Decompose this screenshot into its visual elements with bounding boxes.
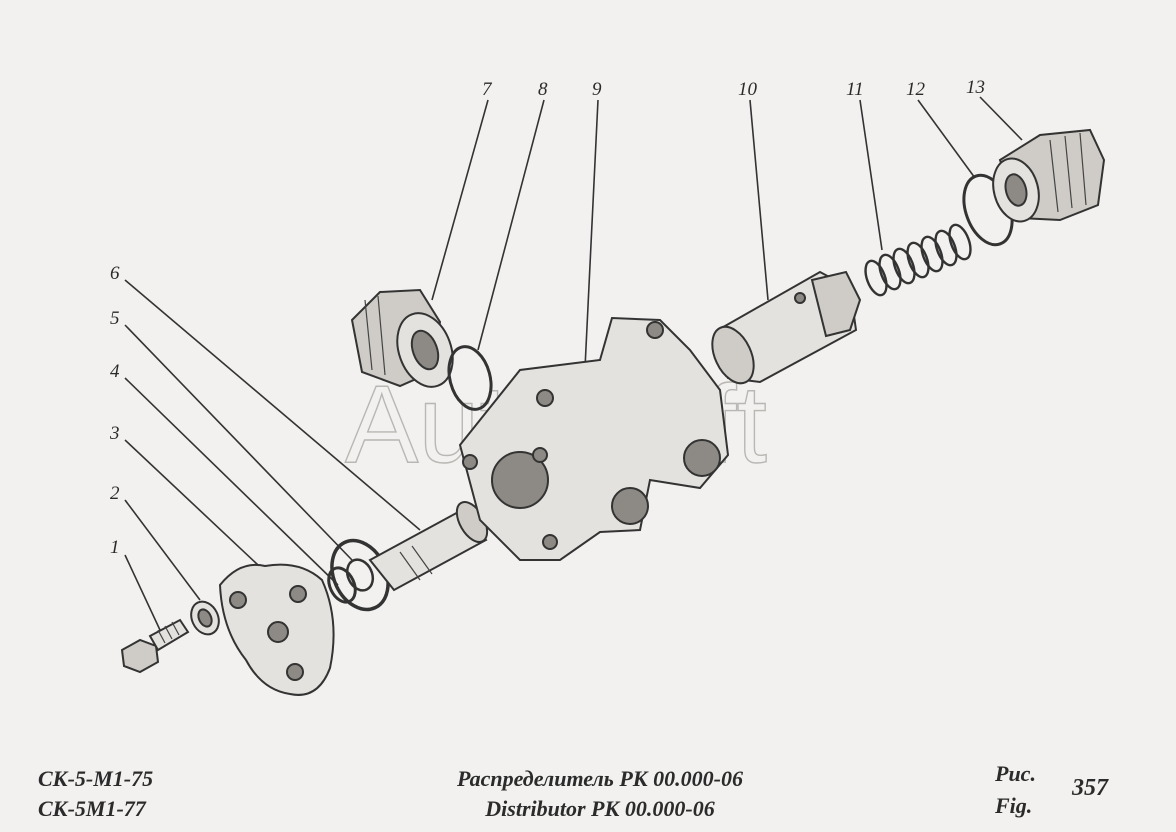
callout-6: 6 [110,263,120,284]
callout-13: 13 [966,77,985,98]
part-10-spool [711,270,862,385]
callout-2: 2 [110,483,120,504]
callout-10: 10 [738,79,758,100]
part-6-plunger [368,501,489,592]
callout-3: 3 [109,423,120,444]
figure-title: Распределитель РК 00.000-06 Distributor … [380,764,820,824]
callout-9: 9 [592,79,602,100]
part-7-fitting [350,288,454,388]
part-1-bolt [120,618,190,674]
title-russian: Распределитель РК 00.000-06 [456,766,744,791]
callout-numbers: 1 2 3 4 5 6 7 8 9 10 11 12 13 [109,77,985,558]
part-2-washer [190,600,220,636]
part-8-ring [447,345,493,411]
callout-8: 8 [538,79,548,100]
figure-number: 357 [1072,775,1108,801]
model-code-2: СК-5М1-77 [38,796,146,821]
part-3-cover [218,563,335,696]
title-english: Distributor РК 00.000-06 [485,796,715,821]
callout-7: 7 [482,79,493,100]
model-code-1: СК-5-М1-75 [38,766,154,791]
callout-1: 1 [110,537,120,558]
part-13-union [992,128,1106,223]
callout-5: 5 [110,308,120,329]
leader-lines [124,96,1023,631]
model-codes: СК-5-М1-75 СК-5М1-77 [38,764,153,824]
fig-label-english: Fig. [995,793,1033,818]
callout-4: 4 [110,361,120,382]
callout-12: 12 [906,79,926,100]
fig-label-russian: Рис. [995,761,1036,786]
callout-11: 11 [846,79,864,100]
part-9-body [458,316,730,561]
figure-label: Рис. Fig. [995,758,1036,822]
part-11-spring [864,223,972,297]
